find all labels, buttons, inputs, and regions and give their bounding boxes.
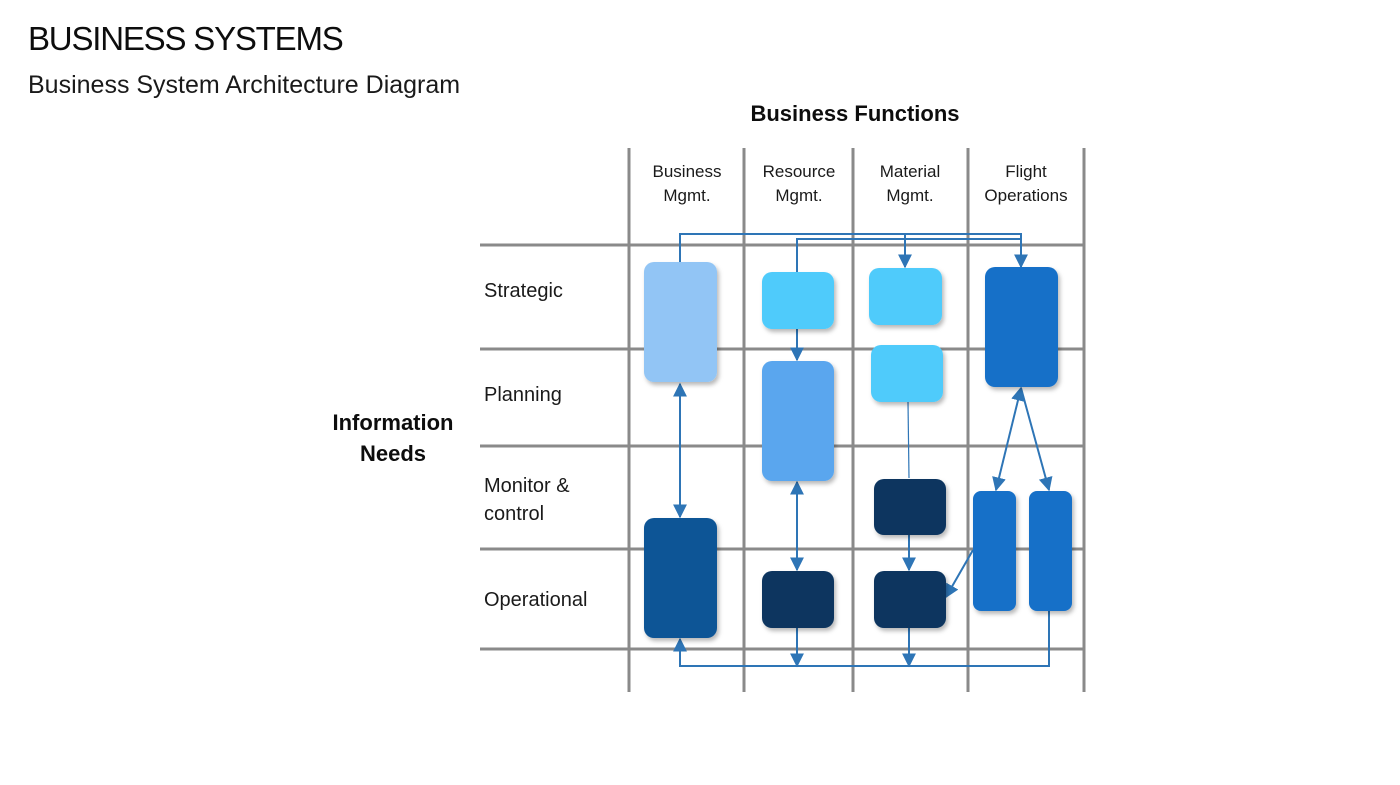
column-header-material-mgmt: Material Mgmt. xyxy=(853,160,967,208)
column-header-line: Resource xyxy=(762,162,836,181)
page-title: BUSINESS SYSTEMS xyxy=(28,20,344,57)
business-functions-title: Business Functions xyxy=(750,101,960,126)
row-label-operational: Operational xyxy=(484,586,587,614)
column-header-line: Mgmt. xyxy=(663,186,711,205)
flight-ops-right-bar xyxy=(1029,491,1072,611)
column-header-line: Flight xyxy=(1005,162,1047,181)
row-label-line: control xyxy=(484,503,545,525)
row-label-monitor-control: Monitor & control xyxy=(484,472,570,528)
flight-ops-left-bar xyxy=(973,491,1016,611)
connector-material-planning-to-monitor xyxy=(907,401,910,479)
column-header-flight-operations: Flight Operations xyxy=(968,160,1084,208)
information-needs-title-line2: Needs xyxy=(359,441,427,466)
material-mgmt-strategic-box xyxy=(869,268,942,325)
connector-top-branch xyxy=(796,238,1021,272)
row-label-line: Monitor & xyxy=(484,475,570,497)
connector-top-bus xyxy=(679,233,1028,269)
connector-flight-bar-to-material xyxy=(945,549,974,599)
column-header-business-mgmt: Business Mgmt. xyxy=(630,160,744,208)
connector-flight-to-right-bar xyxy=(1020,387,1053,492)
row-label-line: Operational xyxy=(484,589,588,611)
material-mgmt-monitor-box xyxy=(874,479,946,535)
resource-mgmt-strategic-box xyxy=(762,272,834,329)
connector-flight-to-left-bar xyxy=(992,386,1025,492)
business-mgmt-strategic-planning-box xyxy=(644,262,717,382)
column-header-line: Operations xyxy=(984,186,1068,205)
row-label-strategic: Strategic xyxy=(484,277,563,305)
business-mgmt-operational-box xyxy=(644,518,717,638)
column-header-line: Mgmt. xyxy=(886,186,934,205)
resource-mgmt-planning-box xyxy=(762,361,834,481)
flight-ops-strategic-planning-box xyxy=(985,267,1058,387)
resource-mgmt-operational-box xyxy=(762,571,834,628)
page-subtitle: Business System Architecture Diagram xyxy=(28,71,461,99)
row-label-line: Strategic xyxy=(484,280,563,302)
row-label-line: Planning xyxy=(484,384,562,406)
column-header-line: Material xyxy=(879,162,941,181)
material-mgmt-planning-box xyxy=(871,345,943,402)
column-header-line: Business xyxy=(652,162,722,181)
information-needs-title-line1: Information xyxy=(332,410,454,435)
column-header-line: Mgmt. xyxy=(775,186,823,205)
material-mgmt-operational-box xyxy=(874,571,946,628)
information-needs-title: Information Needs xyxy=(318,407,468,469)
row-label-planning: Planning xyxy=(484,381,562,409)
system-boxes xyxy=(644,262,1072,638)
connector-bottom-bus xyxy=(673,611,1050,667)
connectors xyxy=(673,233,1053,668)
column-header-resource-mgmt: Resource Mgmt. xyxy=(745,160,853,208)
